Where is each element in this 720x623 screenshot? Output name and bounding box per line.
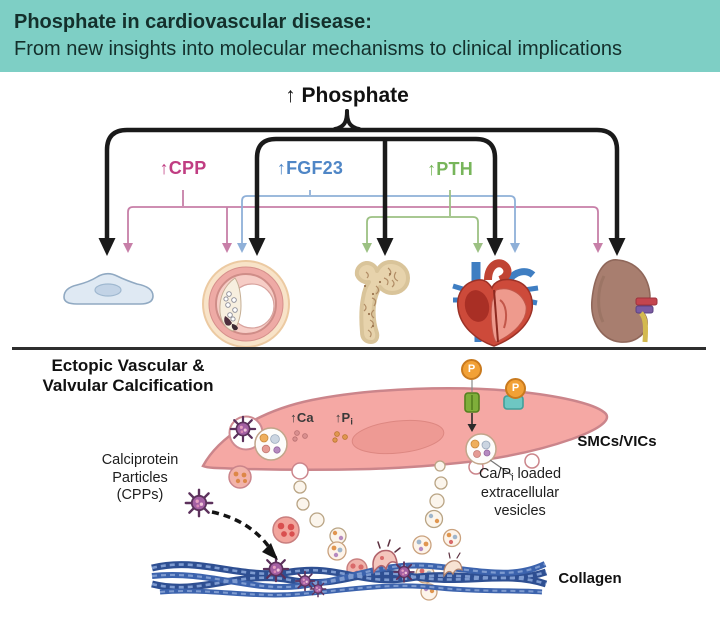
intracellular-vesicle — [465, 433, 497, 465]
header-banner: Phosphate in cardiovascular disease: Fro… — [0, 0, 720, 72]
fgf23-mediator-label: ↑FGF23 — [276, 158, 344, 178]
cpp-arrowheads — [123, 243, 603, 253]
pit-transporter-icon — [464, 392, 480, 413]
pth-arrows — [366, 190, 479, 244]
calcium-up-label: ↑Ca — [290, 410, 314, 425]
phosphate-ion-icon: P — [461, 359, 482, 380]
header-title-rest: From new insights into molecular mechani… — [14, 38, 622, 60]
heart-icon — [452, 259, 539, 347]
pathway-diagram — [63, 109, 658, 348]
section-divider — [12, 347, 706, 350]
deposition-arrow — [211, 510, 278, 560]
phosphate-ion-icon: P — [505, 378, 526, 399]
pth-arrowheads — [362, 243, 483, 253]
smc-vic-label: SMCs/VICs — [577, 433, 657, 450]
collagen-fibers — [151, 561, 548, 598]
kidney-icon — [591, 259, 658, 343]
fgf23-arrowheads — [237, 243, 520, 253]
burst-vesicle — [372, 539, 463, 578]
section-title: Ectopic Vascular & Valvular Calcificatio… — [42, 356, 214, 396]
bone-icon — [354, 259, 410, 344]
cpp-arrows — [127, 190, 599, 244]
vesicle-pointer-line — [489, 459, 514, 477]
fgf23-arrows — [241, 190, 516, 244]
pth-mediator-label: ↑PTH — [427, 159, 473, 179]
intracellular-vesicle — [254, 427, 288, 461]
blood-vessel-cross-section-icon — [202, 260, 290, 348]
collagen-label: Collagen — [558, 570, 622, 587]
cpp-particles-label: Calciprotein Particles (CPPs) — [101, 452, 179, 504]
phosphate-arrows — [104, 109, 620, 240]
header-title-bold: Phosphate in cardiovascular disease: — [14, 11, 372, 33]
endothelial-cell-icon — [63, 272, 154, 305]
vesicle-label: Ca/Pi loaded extracellular vesicles — [478, 466, 562, 519]
phosphate-up-label: ↑Pi — [334, 410, 354, 427]
calcification-diagram — [151, 380, 609, 601]
phosphate-arrowheads — [98, 238, 626, 256]
cpp-mediator-label: ↑CPP — [159, 158, 207, 178]
phosphate-root-label: ↑ Phosphate — [285, 84, 409, 107]
vesicle-trail — [293, 460, 448, 528]
